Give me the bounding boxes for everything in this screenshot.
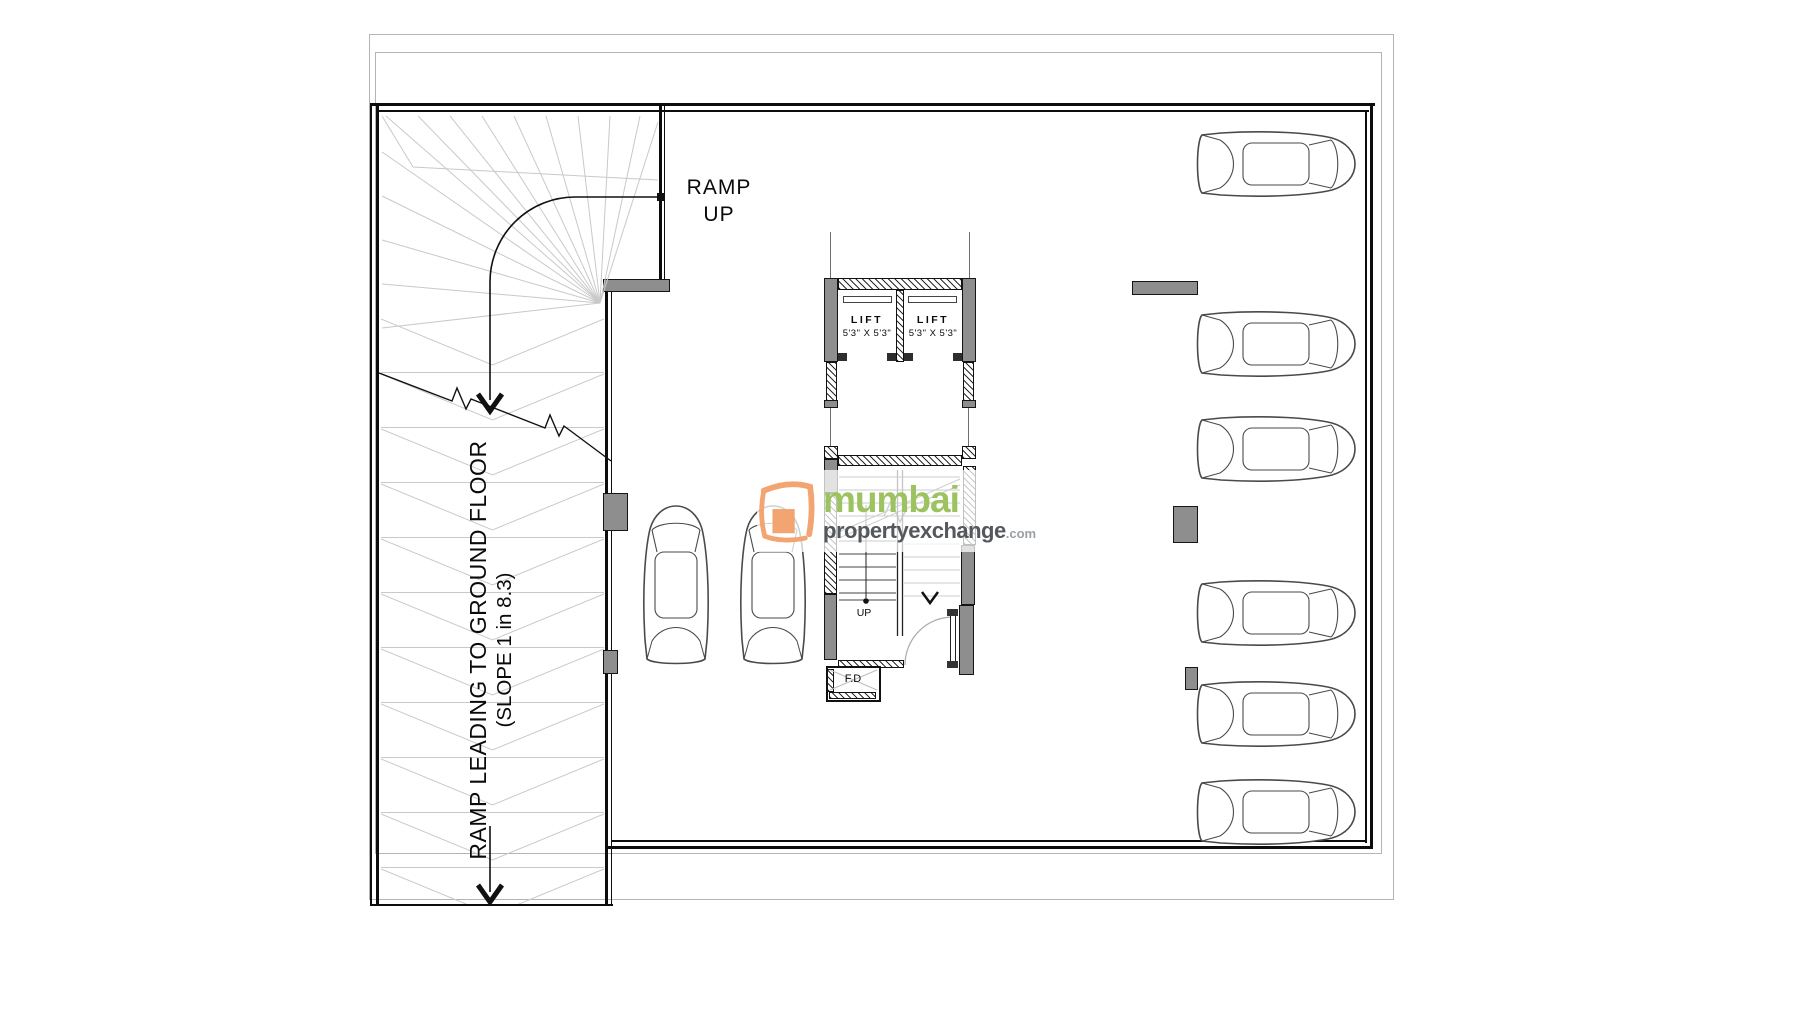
- car-right-2: [1196, 311, 1356, 377]
- lift-1-name: LIFT: [850, 313, 884, 326]
- fire-duct-wall-bottom: [829, 692, 876, 699]
- car-right-1: [1196, 131, 1356, 197]
- ramp-wall-left-thick: [376, 103, 379, 906]
- lift-jamb-2: [887, 353, 896, 361]
- lift-door-track-2: [908, 296, 957, 303]
- fire-duct-wall-left: [827, 669, 834, 692]
- sheet-inner-frame: [375, 52, 1382, 854]
- fire-duct-cross: [829, 669, 878, 691]
- plan-wall-right-outer: [1370, 103, 1373, 849]
- car-right-4: [1196, 580, 1356, 646]
- logo-book-icon: [759, 481, 815, 543]
- watermark-brand: mumbai: [823, 478, 960, 520]
- fire-duct-label: F.D: [844, 673, 862, 685]
- ramp-fan-lines: [381, 115, 659, 329]
- lift-2-size: 5'3" X 5'3": [908, 327, 958, 339]
- ramp-upper-wall-a: [659, 103, 662, 280]
- ramp-chevron-hatch: [381, 318, 604, 904]
- car-right-5: [1196, 681, 1356, 747]
- car-right-6: [1196, 779, 1356, 845]
- sheet-outer-frame: [369, 34, 1394, 900]
- ramp-note-label: RAMP LEADING TO GROUND FLOOR (SLOPE 1 in…: [465, 420, 519, 880]
- ramp-wall-left-thin: [370, 103, 372, 906]
- watermark-logo: mumbai propertyexchange.com: [757, 470, 1042, 552]
- ramp-note-line2: (SLOPE 1 in 8.3): [493, 572, 516, 728]
- door-leaf: [950, 613, 956, 665]
- lift-wall-left: [824, 278, 838, 362]
- lift-2-label: LIFT 5'3" X 5'3": [904, 306, 962, 346]
- door-swing: [904, 609, 958, 668]
- door-swing-arc: [904, 616, 954, 666]
- lift-door-track-1: [843, 296, 892, 303]
- car-center-1: [643, 505, 709, 665]
- plan-wall-bottom-inner: [611, 840, 1367, 842]
- watermark-tld: .com: [1005, 525, 1037, 541]
- door-side-column: [959, 605, 974, 675]
- car-right-3: [1196, 416, 1356, 482]
- stairs-up-label: UP: [856, 607, 872, 619]
- stair-block-right: [962, 446, 976, 459]
- ramp-wall-right-b: [610, 291, 612, 906]
- column-right-small: [1185, 667, 1198, 690]
- lift-top-wall: [838, 278, 962, 290]
- wall-stub-right-top: [1132, 281, 1198, 295]
- lift-2-name: LIFT: [916, 313, 950, 326]
- plan-wall-bottom-outer: [606, 846, 1373, 849]
- lift-jamb-1: [838, 353, 847, 361]
- lobby-cap-left: [824, 400, 838, 408]
- lift-1-label: LIFT 5'3" X 5'3": [838, 306, 896, 346]
- opening-edge-right: [968, 408, 969, 448]
- watermark-brand2: propertyexchange.com: [823, 517, 1037, 543]
- ramp-up-label: RAMP UP: [686, 176, 752, 227]
- slope-break-line: [378, 372, 612, 462]
- lift-divider-wall: [896, 290, 904, 362]
- shaft-line-left-upper: [830, 232, 831, 279]
- ramp-upper-wall-b: [663, 103, 665, 280]
- plan-wall-top-inner: [377, 110, 1369, 112]
- column-left-1: [603, 493, 628, 531]
- lift-jamb-3: [904, 353, 913, 361]
- ramp-wall-right-a: [605, 291, 608, 906]
- stair-block-left: [824, 446, 838, 459]
- stair-top-wall: [838, 455, 962, 466]
- shaft-line-right-upper: [969, 232, 970, 279]
- stair-down-arrow: [920, 591, 940, 606]
- plan-wall-right-inner: [1365, 110, 1367, 843]
- stair-wall-left-lower: [824, 594, 837, 660]
- column-right-mid: [1173, 506, 1198, 543]
- ramp-note-line1: RAMP LEADING TO GROUND FLOOR: [465, 440, 491, 860]
- lift-wall-right: [962, 278, 976, 362]
- opening-edge-left: [830, 408, 831, 448]
- lift-1-size: 5'3" X 5'3": [842, 327, 892, 339]
- ramp-bottom-edge: [370, 903, 613, 906]
- lobby-cap-right: [962, 400, 976, 408]
- lift-jamb-4: [953, 353, 962, 361]
- plan-wall-top-outer: [370, 103, 1375, 106]
- ramp-centerline: [475, 193, 665, 907]
